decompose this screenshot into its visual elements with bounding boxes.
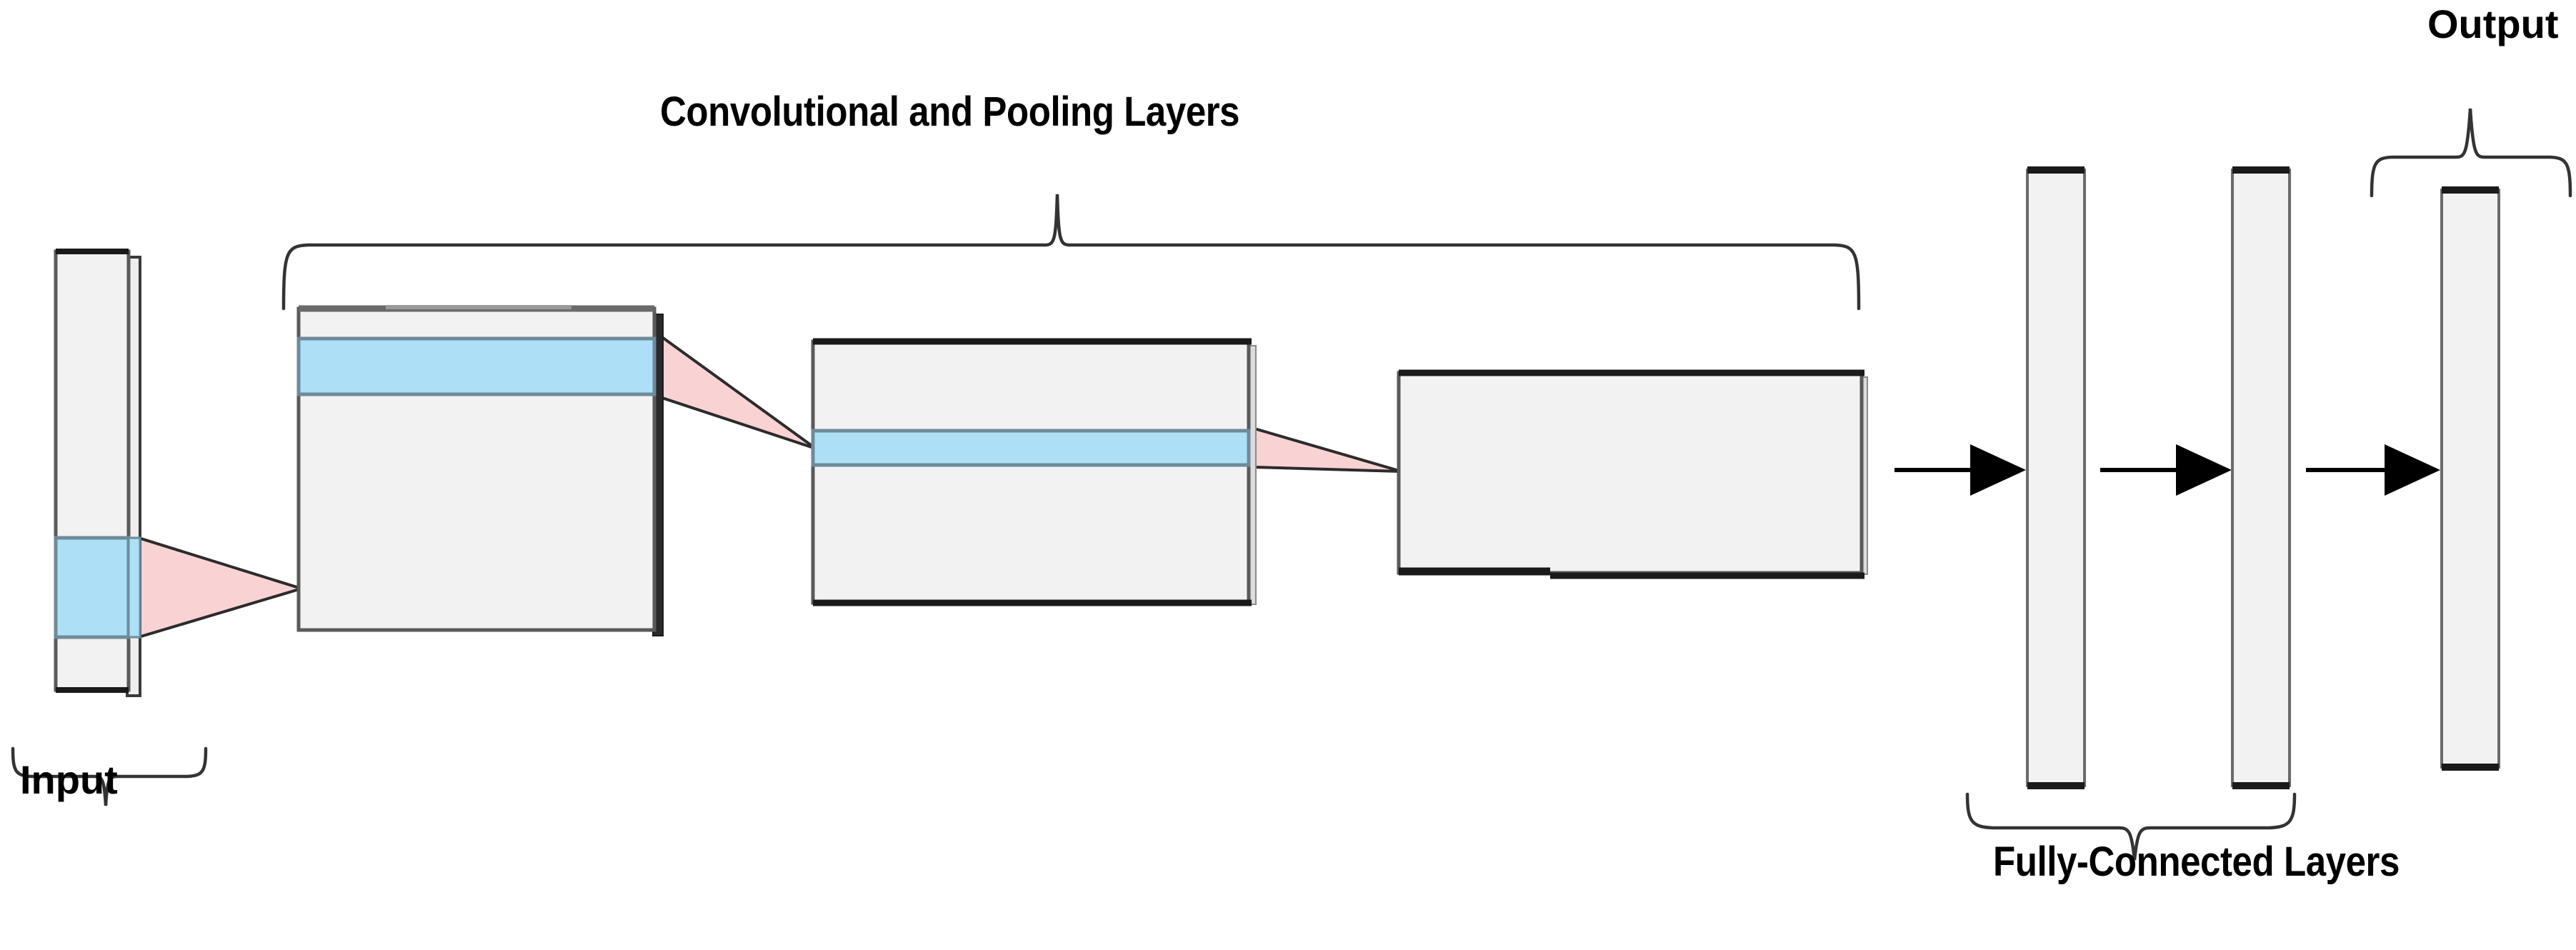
block-fc-layer-2 [2231,166,2291,789]
brace-input [11,746,208,806]
block-output-layer [2440,186,2500,771]
pink-connector-3 [1253,426,1402,473]
brace-fully-connected [1965,792,2297,861]
brace-output [2370,108,2572,198]
brace-conv-pool [281,194,1861,311]
label-fully-connected-layers: Fully-Connected Layers [1993,839,2400,885]
label-output: Output [2427,1,2559,46]
label-input: Input [20,757,118,802]
pink-connector-1 [137,536,306,639]
block-conv-3 [1397,369,1868,579]
pink-connector-2 [659,333,817,450]
label-convolutional-and-pooling-layers: Convolutional and Pooling Layers [660,89,1240,135]
block-conv-2 [811,338,1257,606]
block-conv-1 [296,305,664,636]
block-fc-layer-1 [2026,166,2086,789]
block-input-volume [54,249,141,697]
